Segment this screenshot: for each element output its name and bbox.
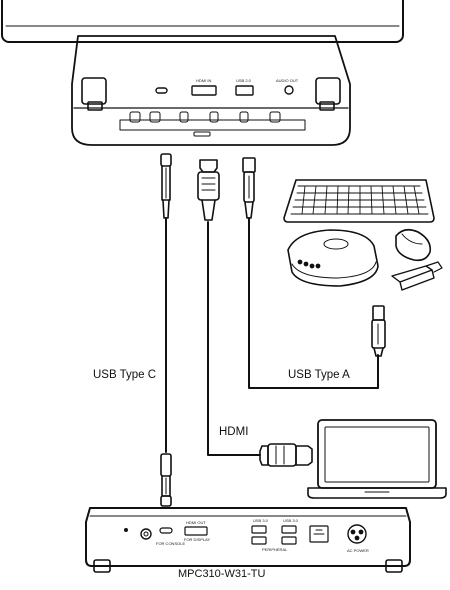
keyboard-icon: [283, 179, 435, 223]
hdmi-out-port-icon: [184, 526, 208, 536]
usb-dongle-icon: [391, 261, 443, 291]
mouse-icon: [395, 228, 432, 262]
usb-a-cable-label: USB Type A: [288, 369, 350, 382]
usb-c-cable: [160, 153, 172, 507]
audio-out-port-icon: [284, 85, 294, 95]
speakerphone-icon: [287, 229, 379, 287]
usb-c-cable-label: USB Type C: [93, 369, 157, 382]
port-label-audio-out: AUDIO OUT: [276, 78, 299, 83]
port-label-usb3-a: USB 3.0: [253, 518, 269, 523]
laptop-icon: [307, 419, 447, 499]
hdmi-in-port-icon: [191, 85, 217, 96]
hdmi-cable: [197, 159, 313, 467]
ac-power-port-icon: [347, 524, 367, 544]
usb3-port-icon: [251, 525, 267, 534]
port-label-ac-power: AC POWER: [347, 548, 369, 553]
port-label-hdmi-in: HDMI IN: [196, 78, 211, 83]
port-label-hdmi-out: HDMI OUT: [186, 520, 206, 525]
hdmi-cable-label: HDMI: [219, 426, 249, 439]
touch-panel: [1, 0, 404, 146]
mini-pc: [85, 507, 411, 573]
usb2-port-icon: [235, 85, 254, 96]
usb-c-console-port-icon: [159, 527, 173, 534]
usb-a-cable: [242, 157, 386, 389]
port-label-usb2: USB 2.0: [236, 78, 252, 83]
audio-jack-icon: [140, 528, 152, 540]
port-label-usb3-b: USB 3.0: [283, 518, 299, 523]
port-label-for-console: FOR CONSOLE: [156, 541, 185, 546]
device-name-label: MPC310-W31-TU: [178, 568, 266, 580]
port-label-peripheral: PERIPHERAL: [262, 547, 288, 552]
usb-c-port-icon: [155, 87, 168, 94]
port-label-for-display: FOR DISPLAY: [184, 537, 210, 542]
ethernet-port-icon: [309, 525, 329, 543]
